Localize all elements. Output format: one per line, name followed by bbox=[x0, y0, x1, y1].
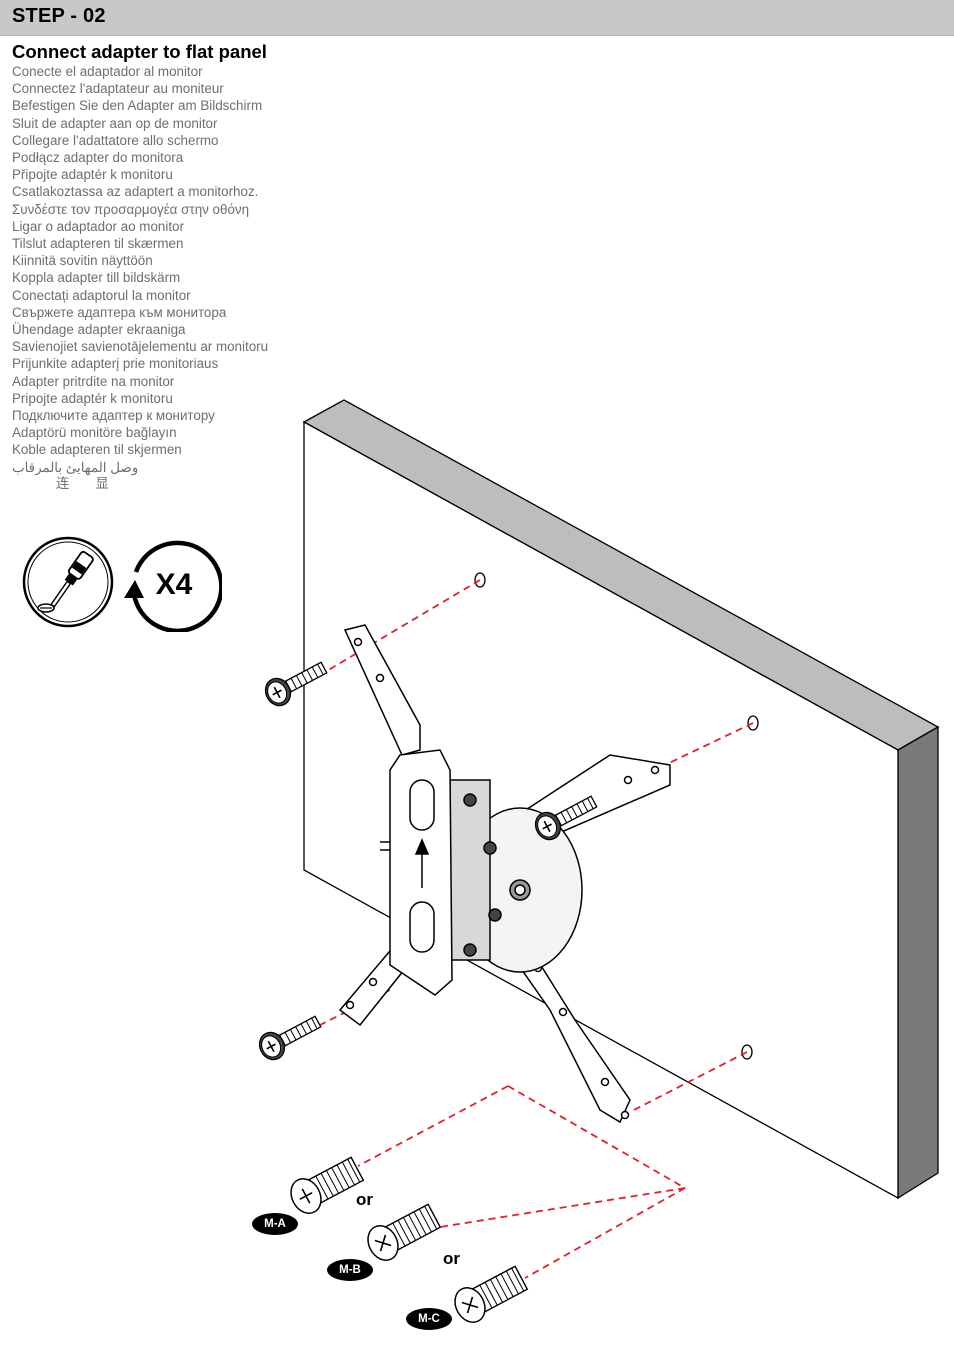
screw-icon bbox=[454, 1265, 529, 1323]
translation-line: Connectez l'adaptateur au moniteur bbox=[12, 81, 224, 97]
translation-line: Befestigen Sie den Adapter am Bildschirm bbox=[12, 98, 263, 114]
step-title: STEP - 02 bbox=[12, 5, 106, 27]
translation-line: Csatlakoztassa az adaptert a monitorhoz. bbox=[12, 184, 259, 200]
step-header-bar: STEP - 02 bbox=[0, 0, 954, 36]
translation-line-arabic: وصل المهايئ بالمرقاب bbox=[12, 459, 139, 475]
repeat-count-label: X4 bbox=[156, 568, 193, 601]
screw-icon bbox=[290, 1156, 365, 1214]
or-label: or bbox=[443, 1249, 460, 1268]
assembly-illustration bbox=[258, 399, 940, 1323]
translation-line: Подключите адаптер к монитору bbox=[12, 408, 215, 424]
translation-line: Koble adapteren til skjermen bbox=[12, 442, 182, 458]
translation-line: Sluit de adapter aan op de monitor bbox=[12, 115, 218, 131]
translation-line: Kiinnitä sovitin näyttöön bbox=[12, 253, 153, 269]
translation-line: Συνδέστε τον προσαρμογέα στην οθόνη bbox=[12, 201, 250, 217]
screw-icon bbox=[367, 1203, 442, 1261]
translation-line: Koppla adapter till bildskärm bbox=[12, 270, 181, 286]
translation-line: Ühendage adapter ekraaniga bbox=[12, 322, 186, 338]
screw-icon bbox=[534, 795, 598, 841]
hardware-badge-m-c: M-C bbox=[406, 1308, 452, 1330]
translation-line: Adapter pritrdite na monitor bbox=[12, 373, 175, 389]
translation-line: Podłącz adapter do monitora bbox=[12, 150, 184, 166]
translation-line: Свържете адаптера към монитора bbox=[12, 304, 227, 320]
screw-icon bbox=[258, 1015, 322, 1061]
instruction-heading: Connect adapter to flat panel bbox=[12, 41, 267, 62]
repeat-arrow-icon: X4 bbox=[124, 540, 222, 632]
hardware-badge-m-b: M-B bbox=[327, 1259, 373, 1281]
translation-line: Tilslut adapteren til skærmen bbox=[12, 236, 184, 252]
translation-line: Conecte el adaptador al monitor bbox=[12, 64, 203, 79]
or-label: or bbox=[356, 1190, 373, 1209]
translation-line: Adaptörü monitöre bağlayın bbox=[12, 425, 177, 441]
translation-line: Ligar o adaptador ao monitor bbox=[12, 218, 184, 234]
translation-line: Prijunkite adapterį prie monitoriaus bbox=[12, 356, 219, 372]
hardware-badge-m-a: M-A bbox=[252, 1213, 298, 1235]
translation-list: Conecte el adaptador al monitor Connecte… bbox=[12, 63, 268, 493]
translation-line: Collegare l'adattatore allo schermo bbox=[12, 132, 219, 148]
translation-line: Conectați adaptorul la monitor bbox=[12, 287, 191, 303]
translation-line: Pripojte adaptér k monitoru bbox=[12, 390, 173, 406]
screwdriver-icon bbox=[22, 536, 114, 628]
translation-line-chinese: 连显 bbox=[56, 476, 135, 492]
screw-icon bbox=[264, 661, 328, 707]
adapter-bracket bbox=[338, 624, 671, 1124]
translation-line: Savienojiet savienotājelementu ar monito… bbox=[12, 339, 269, 355]
translation-line: Připojte adaptér k monitoru bbox=[12, 167, 173, 183]
